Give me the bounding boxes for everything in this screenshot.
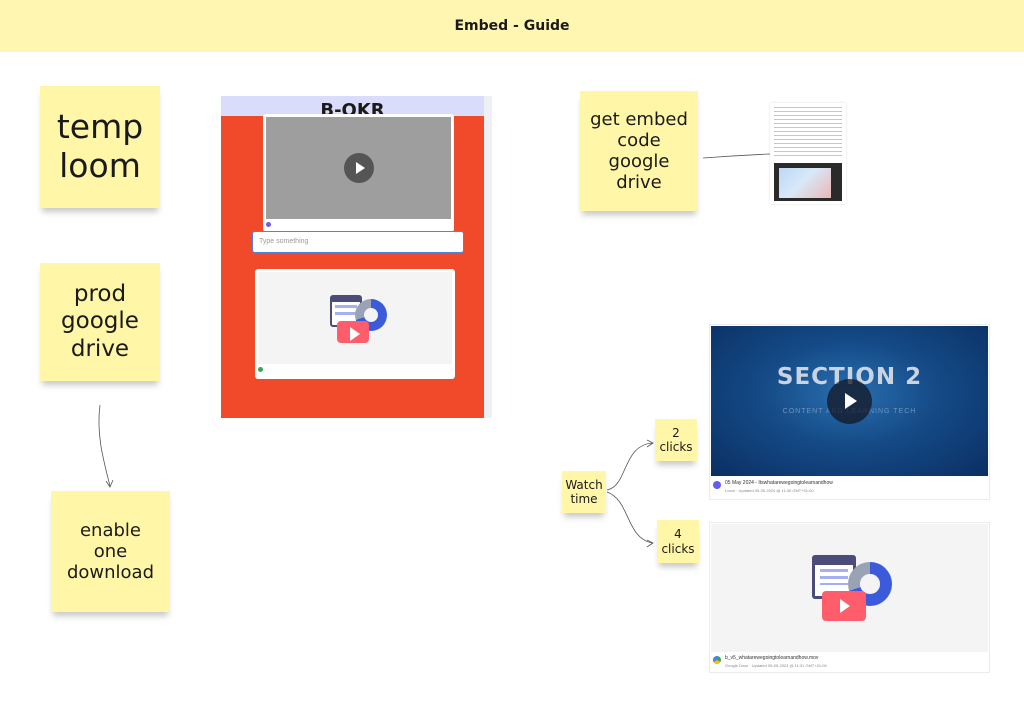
google-drive-card[interactable]: b_v5_whatarewegoingtolearnandhow.mov Goo… <box>709 522 990 673</box>
sticky-note-temp-loom[interactable]: temp loom <box>40 86 160 208</box>
map-preview-image <box>779 168 831 198</box>
connector-watch-to-2clicks <box>606 442 653 491</box>
okr-loom-meta <box>266 221 451 231</box>
google-drive-icon <box>713 656 721 664</box>
connector-arrowhead <box>646 539 654 548</box>
play-icon[interactable] <box>344 153 374 183</box>
connector-embed-to-thumb <box>702 153 771 159</box>
okr-embed-frame[interactable]: B-OKR Type something <box>221 96 492 418</box>
okr-drive-meta <box>258 366 443 376</box>
okr-drive-preview[interactable] <box>258 272 452 364</box>
drive-card-meta: b_v5_whatarewegoingtolearnandhow.mov Goo… <box>713 655 983 675</box>
board-title: Embed - Guide <box>454 18 570 34</box>
okr-loom-card[interactable] <box>263 114 454 232</box>
sticky-note-watch-time[interactable]: Watch time <box>562 471 606 513</box>
connector-watch-to-4clicks <box>606 491 653 544</box>
video-card-updated: Loom · Updated 05-05-2024 @ 11:30 GMT+01… <box>725 488 814 493</box>
google-drive-icon <box>258 367 263 372</box>
sticky-note-enable-one-download[interactable]: enable one download <box>51 491 170 612</box>
donut-chart-icon <box>848 562 892 606</box>
connector-arrowhead <box>646 439 654 448</box>
embed-instructions-screenshot[interactable] <box>770 103 846 204</box>
okr-video-thumbnail[interactable] <box>266 117 451 219</box>
video-card-meta: 05 May 2024 - Itswhatarewegoingtolearnan… <box>713 480 983 500</box>
okr-drive-card[interactable] <box>255 269 455 379</box>
drive-card-updated: Google Docs · Updated 05-05-2024 @ 11:31… <box>725 663 827 668</box>
sticky-note-4-clicks[interactable]: 4 clicks <box>657 520 699 563</box>
okr-header: B-OKR <box>221 96 484 116</box>
sticky-note-prod-google-drive[interactable]: prod google drive <box>40 263 160 381</box>
video-play-icon <box>822 591 866 621</box>
video-thumbnail[interactable]: SECTION 2 CONTENT AND LEARNING TECH <box>711 326 988 476</box>
loom-video-card[interactable]: SECTION 2 CONTENT AND LEARNING TECH 05 M… <box>709 324 990 500</box>
play-icon[interactable] <box>827 379 872 424</box>
sticky-note-2-clicks[interactable]: 2 clicks <box>655 419 697 461</box>
video-play-icon <box>337 321 369 343</box>
loom-icon <box>713 481 721 489</box>
drive-card-name[interactable]: b_v5_whatarewegoingtolearnandhow.mov <box>725 655 819 661</box>
video-card-name[interactable]: 05 May 2024 - Itswhatarewegoingtolearnan… <box>725 480 833 486</box>
sticky-note-get-embed-code[interactable]: get embed code google drive <box>580 91 698 211</box>
okr-comment-input[interactable]: Type something <box>252 231 464 253</box>
drive-file-preview[interactable] <box>711 524 988 652</box>
loom-icon <box>266 222 271 227</box>
board-banner: Embed - Guide <box>0 0 1024 52</box>
okr-title: B-OKR <box>320 100 385 117</box>
connector-prod-to-download <box>98 404 111 487</box>
connector-arrowhead <box>105 479 114 488</box>
instructions-text-block <box>774 107 842 159</box>
